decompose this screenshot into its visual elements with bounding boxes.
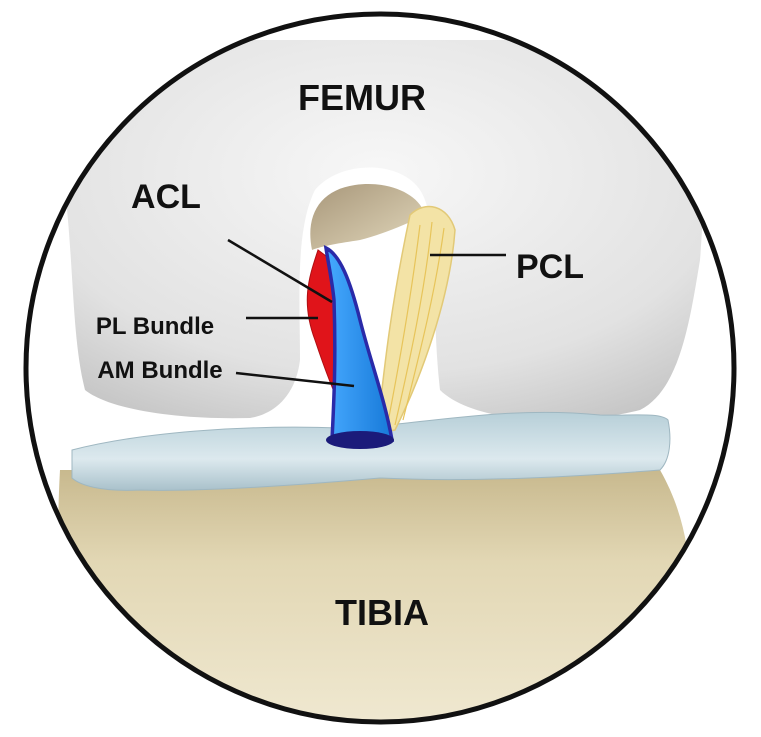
tibia-label: TIBIA	[335, 592, 429, 633]
intercondylar-notch	[310, 184, 425, 250]
acl-label: ACL	[131, 178, 201, 216]
femur-label: FEMUR	[298, 77, 426, 118]
circular-frame	[23, 11, 737, 725]
acl-leader-line	[227, 238, 333, 304]
am-bundle-insertion	[326, 431, 394, 449]
am-bundle-leader-line	[235, 371, 355, 388]
pcl-fibers	[387, 221, 445, 426]
am-bundle-ligament	[323, 244, 395, 442]
pl-bundle-label: PL Bundle	[96, 313, 214, 340]
tibia-bone	[58, 470, 690, 722]
am-bundle-label: AM Bundle	[97, 357, 222, 384]
pcl-label: PCL	[516, 248, 584, 286]
anatomy-group	[50, 40, 710, 722]
femur-bone	[50, 40, 710, 421]
